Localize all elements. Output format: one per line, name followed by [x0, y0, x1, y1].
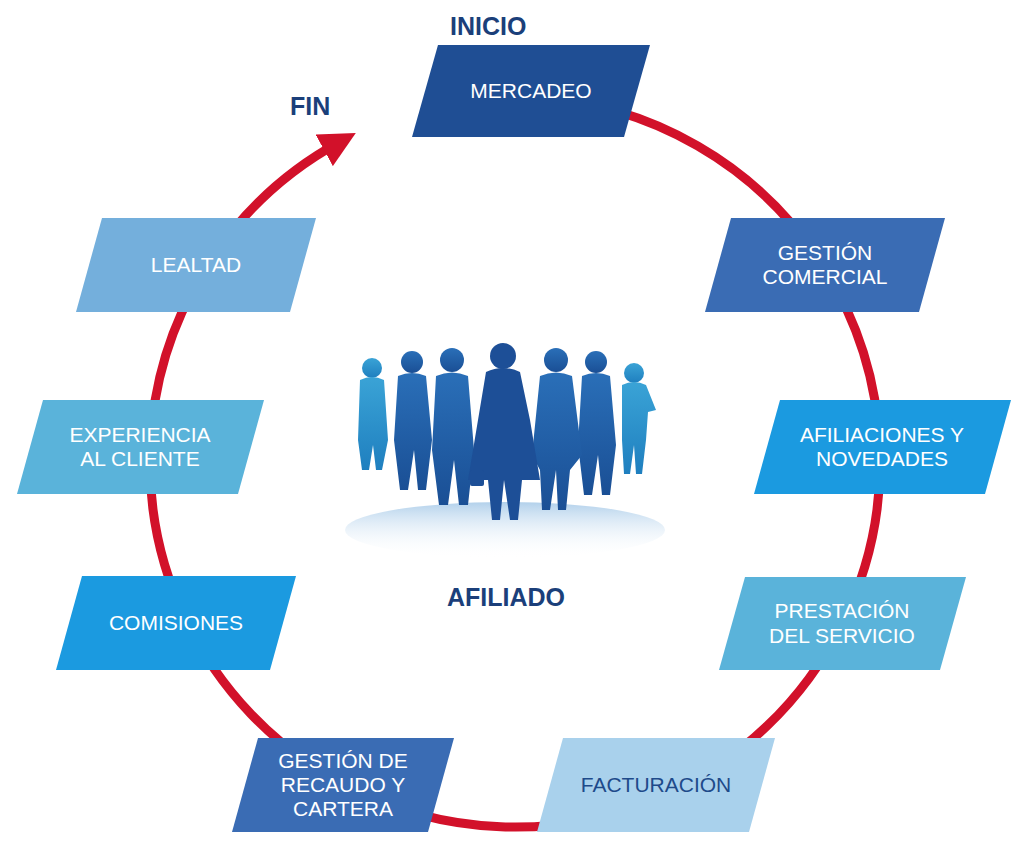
caption-label: INICIO	[450, 12, 526, 41]
process-box: COMISIONES	[56, 576, 296, 670]
caption-label: FIN	[290, 92, 330, 121]
box-label: FACTURACIÓN	[581, 773, 732, 797]
process-box: LEALTAD	[76, 218, 316, 312]
process-box: FACTURACIÓN	[537, 738, 775, 832]
box-label: LEALTAD	[151, 253, 241, 277]
box-fill	[537, 738, 775, 832]
box-fill	[754, 400, 1011, 494]
box-label: AFILIACIONES Y NOVEDADES	[795, 423, 970, 471]
box-fill	[56, 576, 296, 670]
floor-reflection	[345, 502, 665, 558]
box-label: MERCADEO	[470, 79, 591, 103]
box-label: PRESTACIÓN DEL SERVICIO	[760, 599, 925, 647]
process-box: PRESTACIÓN DEL SERVICIO	[719, 577, 966, 670]
box-label: COMISIONES	[109, 611, 243, 635]
process-box: AFILIACIONES Y NOVEDADES	[754, 400, 1011, 494]
process-box: MERCADEO	[412, 45, 650, 137]
box-fill	[232, 738, 454, 832]
process-box: GESTIÓN COMERCIAL	[705, 218, 945, 312]
box-fill	[705, 218, 945, 312]
process-box: EXPERIENCIA AL CLIENTE	[17, 400, 264, 494]
box-fill	[76, 218, 316, 312]
box-fill	[412, 45, 650, 137]
box-label: GESTIÓN COMERCIAL	[750, 241, 900, 289]
box-fill	[17, 400, 264, 494]
box-fill	[719, 577, 966, 670]
box-label: EXPERIENCIA AL CLIENTE	[58, 423, 223, 471]
box-label: GESTIÓN DE RECAUDO Y CARTERA	[273, 749, 413, 821]
caption-label: AFILIADO	[447, 583, 565, 612]
process-box: GESTIÓN DE RECAUDO Y CARTERA	[232, 738, 454, 832]
people-group	[358, 343, 656, 520]
